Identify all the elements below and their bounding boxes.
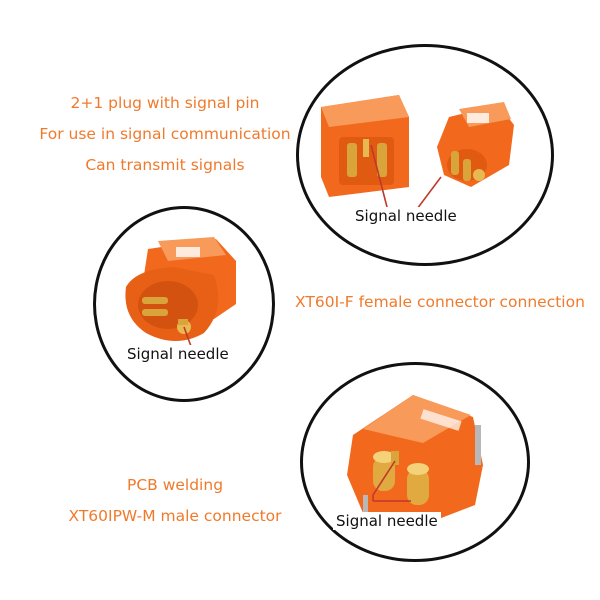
- female-connector-circle: [93, 206, 275, 402]
- female-connector-caption: XT60I-F female connector connection: [280, 287, 600, 318]
- signal-needle-label: Signal needle: [352, 207, 460, 225]
- male-connector-circle: [300, 362, 530, 562]
- male-connector-caption: PCB welding XT60IPW-M male connector: [45, 470, 305, 532]
- caption-line: Can transmit signals: [85, 156, 245, 174]
- caption-line: For use in signal communication: [39, 125, 291, 143]
- male-connector-illustration: [347, 395, 483, 525]
- caption-line: PCB welding: [126, 476, 224, 494]
- caption-line: XT60IPW-M male connector: [68, 507, 282, 525]
- female-connector-illustration: [125, 237, 236, 350]
- signal-needle-label: Signal needle: [124, 345, 232, 363]
- connector-pair-circle: [296, 44, 554, 266]
- connector-pair-illustration: [321, 95, 514, 210]
- caption-line: XT60I-F female connector connection: [295, 293, 585, 311]
- signal-needle-label: Signal needle: [333, 512, 441, 530]
- caption-line: 2+1 plug with signal pin: [70, 94, 260, 112]
- signal-pin-caption: 2+1 plug with signal pin For use in sign…: [20, 88, 310, 181]
